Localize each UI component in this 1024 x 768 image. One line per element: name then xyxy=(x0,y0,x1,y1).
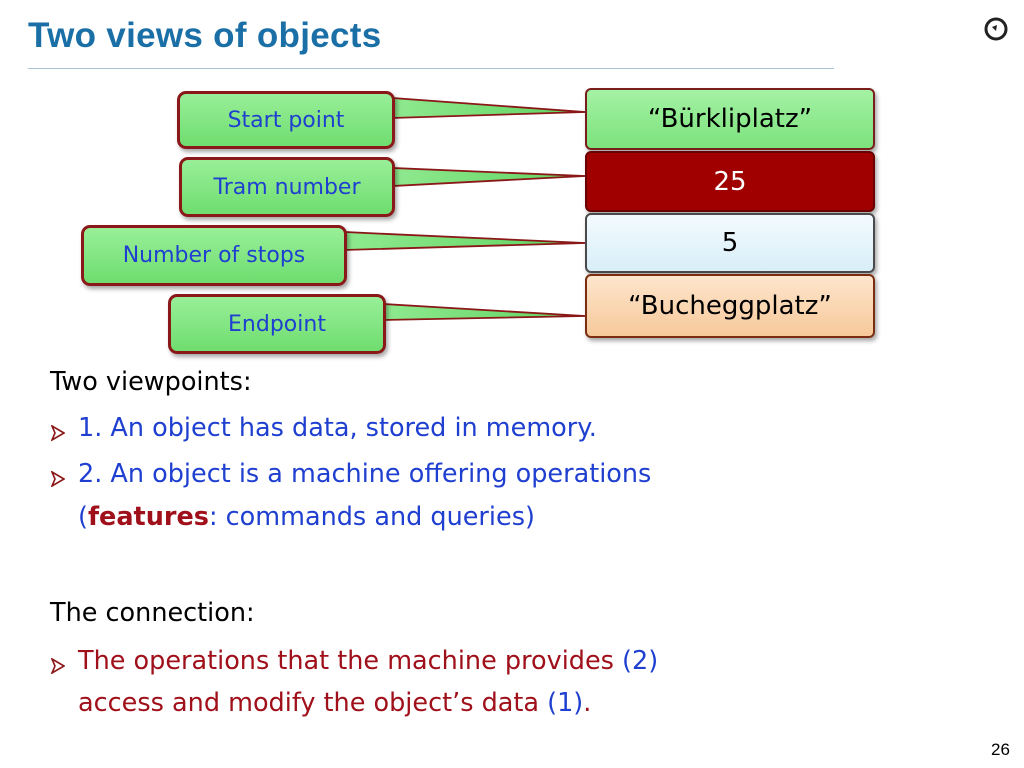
viewpoints-heading: Two viewpoints: xyxy=(50,367,252,397)
logo-icon xyxy=(984,17,1008,41)
features-keyword: features xyxy=(87,502,209,532)
arrowhead-bullet-icon xyxy=(51,658,65,674)
connection-ref-1: (1) xyxy=(547,688,584,718)
object-field-start-point: “Bürkliplatz” xyxy=(585,88,875,150)
callout-label-start-point: Start point xyxy=(177,91,395,149)
object-field-tram-number: 25 xyxy=(585,151,875,212)
connection-line-2-text: access and modify the object’s data xyxy=(78,688,548,718)
page-number: 26 xyxy=(991,740,1010,759)
connection-line-2: access and modify the object’s data (1). xyxy=(78,688,591,719)
object-field-number-of-stops: 5 xyxy=(585,213,875,273)
viewpoint-bullet-1: 1. An object has data, stored in memory. xyxy=(78,413,597,443)
callout-label-number-of-stops: Number of stops xyxy=(81,225,347,286)
commands-and-queries-text: : commands and queries) xyxy=(208,502,535,532)
paren-open: ( xyxy=(78,502,88,532)
viewpoint-bullet-2: 2. An object is a machine offering opera… xyxy=(78,459,652,489)
callout-pointer-tram-number xyxy=(391,167,586,187)
viewpoint-bullet-2-continuation: (features: commands and queries) xyxy=(78,502,535,533)
callout-label-endpoint: Endpoint xyxy=(168,294,386,354)
connection-period: . xyxy=(583,688,592,718)
callout-pointer-number-of-stops xyxy=(343,231,586,251)
title-divider xyxy=(28,68,834,69)
object-field-endpoint: “Bucheggplatz” xyxy=(585,274,875,338)
callout-pointer-endpoint xyxy=(382,303,586,321)
connection-line-1: The operations that the machine provides… xyxy=(78,646,658,677)
connection-heading: The connection: xyxy=(50,598,255,628)
connection-line-1-text: The operations that the machine provides xyxy=(78,646,623,676)
slide-title: Two views of objects xyxy=(28,16,382,55)
callout-label-tram-number: Tram number xyxy=(179,157,395,217)
arrowhead-bullet-icon xyxy=(51,471,65,487)
callout-pointer-start-point xyxy=(391,97,586,119)
arrowhead-bullet-icon xyxy=(51,425,65,441)
connection-ref-2: (2) xyxy=(622,646,659,676)
